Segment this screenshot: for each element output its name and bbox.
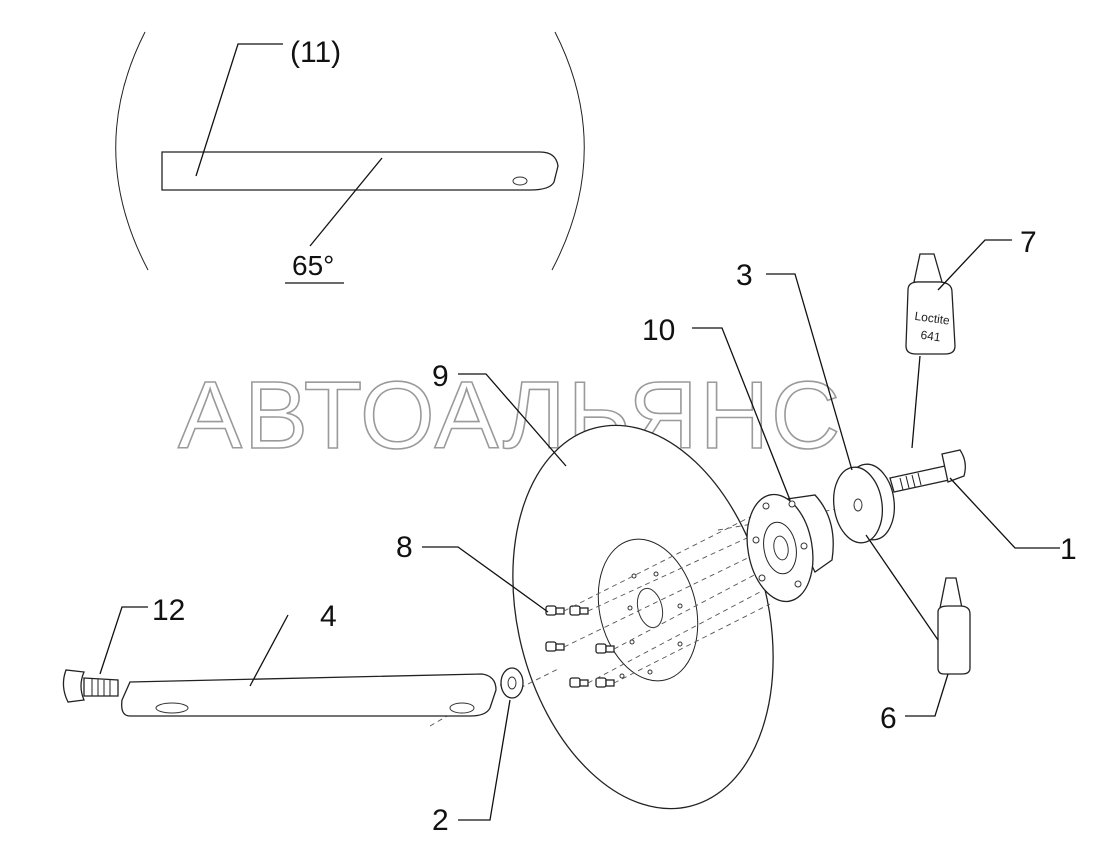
bottle-cap (913, 253, 943, 283)
disc-bolt (595, 677, 615, 688)
callout-2: 2 (432, 804, 449, 837)
scraper-arm-hole-left (155, 702, 189, 714)
angle-leader (309, 157, 383, 247)
disc-bolt (569, 677, 589, 688)
small-washer-hole (507, 676, 517, 690)
leader-7b (911, 355, 921, 449)
callout-12: 12 (152, 594, 185, 627)
washer-hole (853, 498, 863, 512)
callout-3: 3 (736, 259, 753, 292)
scraper-arm (121, 673, 497, 717)
detail-blade-hole (512, 176, 528, 186)
bottle-body (905, 281, 956, 355)
leader-4 (249, 614, 289, 687)
callout-8: 8 (396, 531, 413, 564)
leader-lines (99, 239, 1060, 821)
callout-7: 7 (1020, 226, 1037, 259)
hub-bore (773, 535, 789, 561)
watermark-text: АВТОАЛЬЯНС (178, 362, 842, 469)
disc-part (512, 424, 774, 810)
scraper-arm-hole-right (449, 702, 475, 714)
arm-bolt-shank (83, 677, 119, 697)
callout-6: 6 (880, 702, 897, 735)
callout-4: 4 (320, 600, 337, 633)
small-washer (500, 667, 524, 699)
leader-6 (905, 673, 949, 717)
bottle-label-brand: Loctite (914, 309, 951, 328)
leader-9 (458, 373, 567, 467)
arm-bolt (62, 669, 119, 703)
callouts: 1 2 3 4 6 7 8 9 10 12 (152, 226, 1077, 837)
leader-2 (458, 699, 511, 821)
disc-bolt (595, 643, 615, 654)
disc-bolts (545, 571, 683, 688)
tube-nozzle (939, 577, 963, 609)
leader-3 (766, 273, 853, 471)
hub-part (746, 493, 834, 603)
detail-scraper-blade (161, 151, 559, 191)
tube-body (937, 605, 971, 675)
detail-arc-left (115, 31, 149, 271)
leader-7a (937, 239, 1012, 291)
detail-arc-right (551, 31, 585, 271)
leader-8 (422, 546, 549, 613)
leader-1 (949, 477, 1060, 549)
arm-bolt-head (62, 669, 85, 703)
callout-9: 9 (432, 360, 449, 393)
main-bolt-head (941, 449, 966, 483)
scraper-arm-body (121, 673, 497, 717)
detail-callout-label: (11) (290, 36, 341, 69)
angle-label: 65° (292, 250, 334, 281)
bottle-label-code: 641 (920, 328, 942, 345)
callout-1: 1 (1060, 533, 1077, 566)
grease-tube (937, 577, 971, 675)
detail-callout-leader (195, 43, 283, 177)
hub-inner-ring (763, 521, 797, 575)
detail-view: (11) 65° (115, 31, 585, 284)
leader-12 (99, 606, 148, 675)
main-bolt (889, 449, 966, 493)
leader-6b (865, 534, 939, 641)
leader-10 (692, 327, 791, 501)
callout-10: 10 (642, 314, 675, 347)
loctite-bottle: Loctite 641 (905, 253, 956, 355)
washer-part (833, 463, 895, 544)
disc-hub-ring (597, 538, 699, 682)
